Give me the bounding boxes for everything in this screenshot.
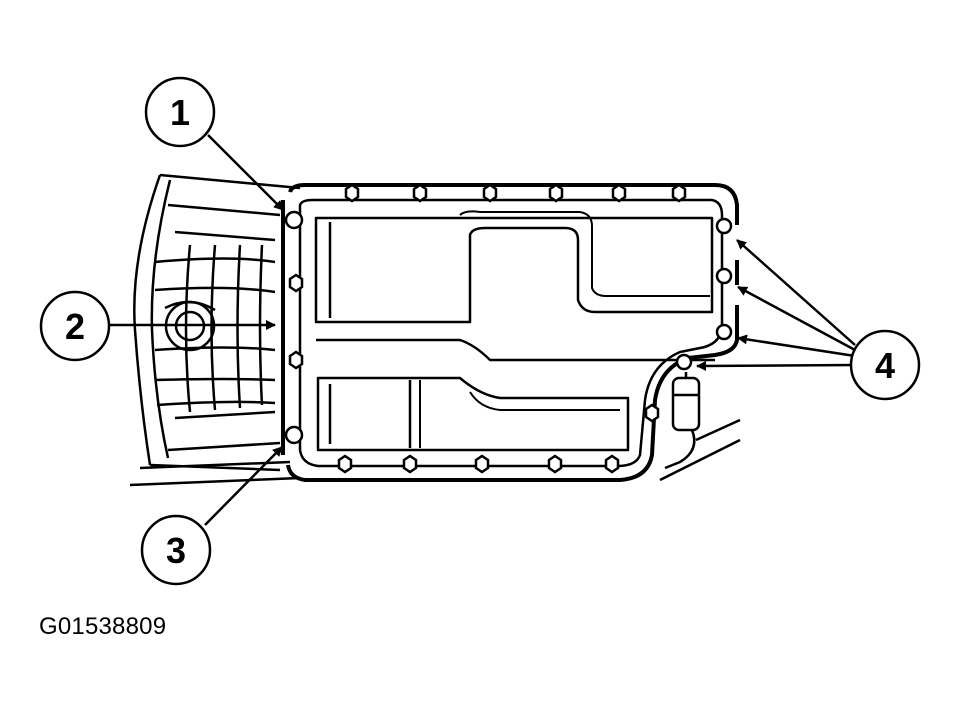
- oil-level-sensor: [659, 372, 741, 482]
- bolt: [288, 273, 304, 293]
- callout-2-label: 2: [65, 306, 85, 347]
- bolt: [611, 183, 627, 203]
- callout-3: 3: [140, 514, 212, 586]
- bolt-callout-4c: [715, 323, 733, 341]
- bolt: [548, 183, 564, 203]
- bolt: [337, 454, 353, 474]
- bolt: [604, 454, 620, 474]
- bolt-callout-4a: [715, 217, 733, 235]
- bolt-callout-4d: [675, 353, 693, 371]
- bolt: [644, 403, 660, 423]
- pan-bolts: [284, 183, 733, 474]
- engine-housing: [129, 173, 301, 487]
- bolt-callout-1: [284, 210, 304, 230]
- bolt: [474, 454, 490, 474]
- leader-lines: [110, 134, 856, 526]
- callout-4-label: 4: [875, 345, 895, 386]
- bolt-callout-3: [284, 425, 304, 445]
- bolt: [412, 183, 428, 203]
- bolt: [482, 183, 498, 203]
- figure-id-label: G01538809: [39, 613, 167, 640]
- callout-1-label: 1: [170, 92, 190, 133]
- bolt: [547, 454, 563, 474]
- bolt: [344, 183, 360, 203]
- callout-3-label: 3: [166, 530, 186, 571]
- bolt: [288, 350, 304, 370]
- callout-1: 1: [144, 76, 216, 148]
- oil-pan: [281, 183, 739, 482]
- callout-2: 2: [39, 290, 111, 362]
- bolt-callout-4b: [715, 267, 733, 285]
- bolt: [402, 454, 418, 474]
- callout-4: 4: [849, 329, 921, 401]
- bolt: [671, 183, 687, 203]
